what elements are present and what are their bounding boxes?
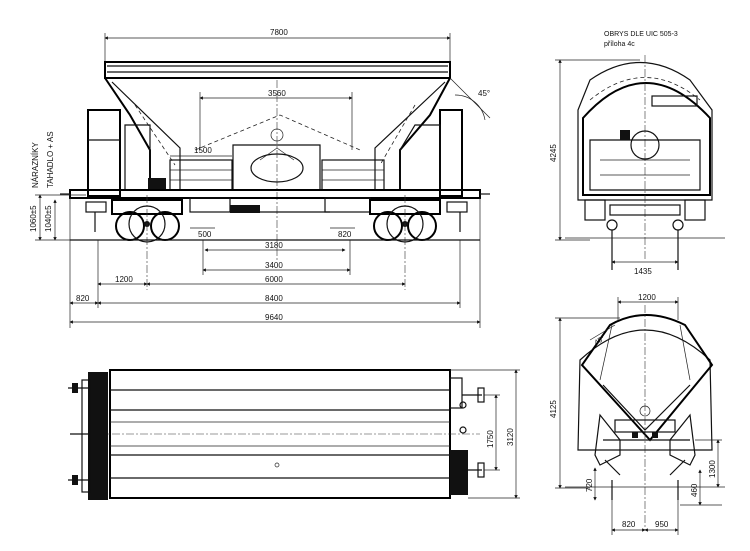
dim-1300: 1300	[708, 460, 717, 478]
bogie-right	[369, 195, 441, 290]
dim-3400: 3400	[265, 261, 283, 270]
dim-section-950: 950	[655, 520, 669, 529]
dim-1750: 1750	[486, 430, 495, 448]
dim-top-width: 1200	[638, 293, 656, 302]
end-view: OBRYS DLE UIC 505-3 příloha 4c 4245 1435	[549, 31, 725, 276]
dim-inner-top: 3560	[268, 89, 286, 98]
label-buffers: NÁRAZNÍKY	[31, 142, 40, 188]
gauge-subtitle: příloha 4c	[604, 41, 635, 48]
dim-720: 720	[585, 478, 594, 492]
dim-460: 460	[690, 483, 699, 497]
plan-view: 1750 3120	[68, 369, 520, 500]
dim-h1: 1060±5	[29, 205, 38, 232]
dim-hopper-gap: 820	[338, 230, 352, 239]
dim-820: 820	[76, 294, 90, 303]
dim-6000: 6000	[265, 275, 283, 284]
dim-overall-len: 9640	[265, 313, 283, 322]
dim-angle: 45°	[478, 89, 490, 98]
dim-8400: 8400	[265, 294, 283, 303]
dim-h2: 1040±5	[44, 205, 53, 232]
dim-section-height: 4125	[549, 400, 558, 418]
dim-section-820: 820	[622, 520, 636, 529]
section-view: 1200 45° 4125 1300	[549, 293, 725, 535]
label-draw-gear: TAHADLO + AS	[46, 131, 55, 188]
dim-3120: 3120	[506, 428, 515, 446]
dim-1200: 1200	[115, 275, 133, 284]
dim-axle-dist: 500	[198, 230, 212, 239]
dim-overall-top: 7800	[270, 28, 288, 37]
bogie-left	[111, 195, 183, 290]
dim-track: 1435	[634, 267, 652, 276]
dim-end-height: 4245	[549, 144, 558, 162]
side-view: 7800 3560 1500	[29, 28, 491, 328]
gauge-title: OBRYS DLE UIC 505-3	[604, 31, 678, 38]
dim-section-angle: 45°	[593, 334, 606, 346]
dim-3180: 3180	[265, 241, 283, 250]
dim-hopper: 1500	[194, 146, 212, 155]
